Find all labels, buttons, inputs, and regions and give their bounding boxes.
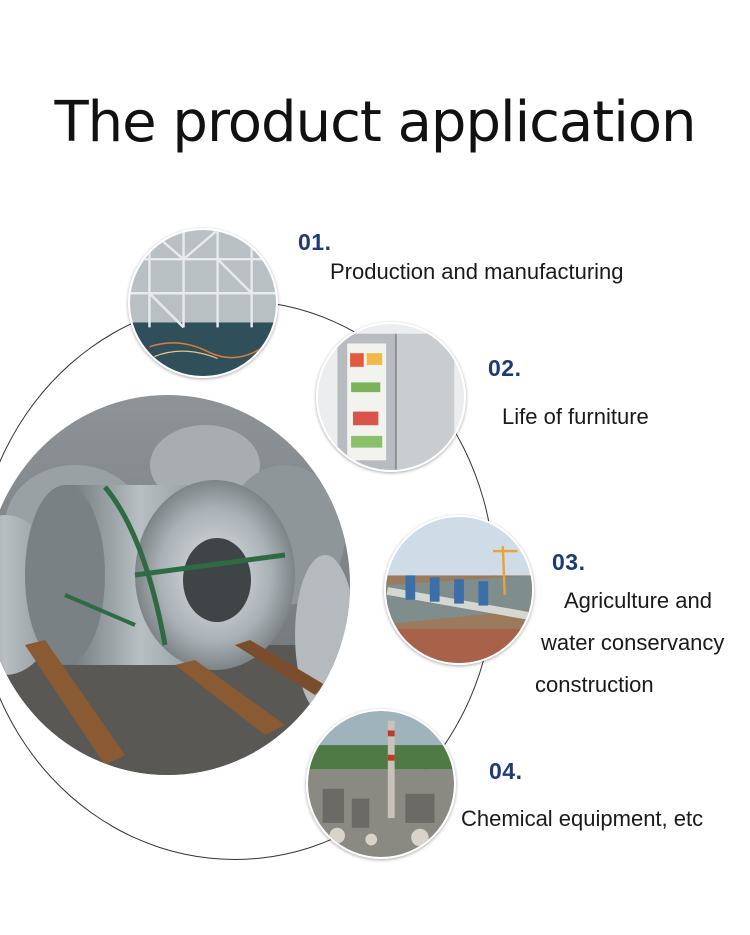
item-number: 04. xyxy=(489,758,523,784)
steel-structure-photo xyxy=(128,228,278,378)
chemical-plant-photo xyxy=(306,709,456,859)
item-label-line: water conservancy xyxy=(541,630,725,655)
item-number: 03. xyxy=(552,549,586,575)
item-number: 01. xyxy=(298,229,332,255)
page-title: The product application xyxy=(54,89,696,155)
item-label: Life of furniture xyxy=(502,404,649,429)
refrigerator-photo xyxy=(316,322,466,472)
item-label-line: construction xyxy=(535,672,654,697)
item-number: 02. xyxy=(488,355,522,381)
item-label-line: Agriculture and xyxy=(564,588,712,613)
steel-coils-photo xyxy=(0,395,350,775)
dam-construction-photo xyxy=(384,515,534,665)
item-label: Chemical equipment, etc xyxy=(461,806,704,831)
item-label: Production and manufacturing xyxy=(330,259,624,284)
